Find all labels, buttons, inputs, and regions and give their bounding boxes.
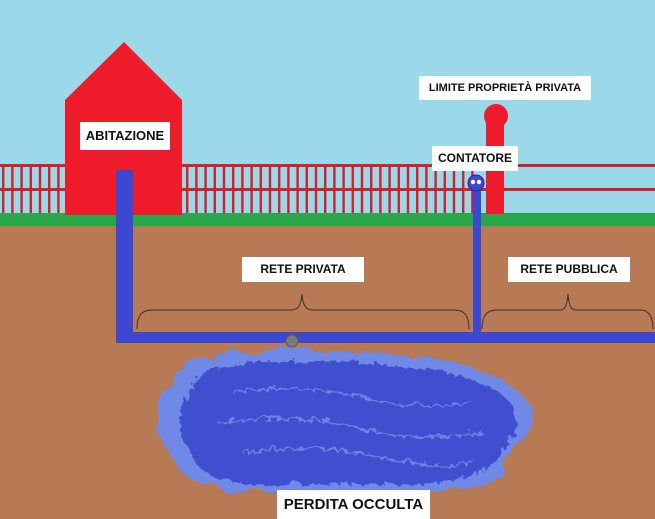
pipe-network (116, 170, 655, 343)
leak-valve-icon (285, 334, 299, 348)
hidden-leak-label: PERDITA OCCULTA (277, 490, 430, 519)
property-limit-label: LIMITE PROPRIETÀ PRIVATA (419, 76, 591, 100)
water-leak-puddle-icon (157, 349, 533, 493)
meter-pipe-vertical (473, 186, 481, 336)
house-label: ABITAZIONE (80, 122, 170, 150)
water-meter-icon (467, 174, 485, 192)
brace-private (136, 293, 470, 330)
private-network-label: RETE PRIVATA (242, 257, 364, 282)
meter-label: CONTATORE (432, 146, 518, 171)
house-pipe-vertical (116, 170, 133, 343)
main-pipe-horizontal (116, 332, 655, 343)
brace-public (481, 293, 654, 330)
public-network-label: RETE PUBBLICA (508, 257, 630, 282)
grass-strip (0, 213, 655, 226)
